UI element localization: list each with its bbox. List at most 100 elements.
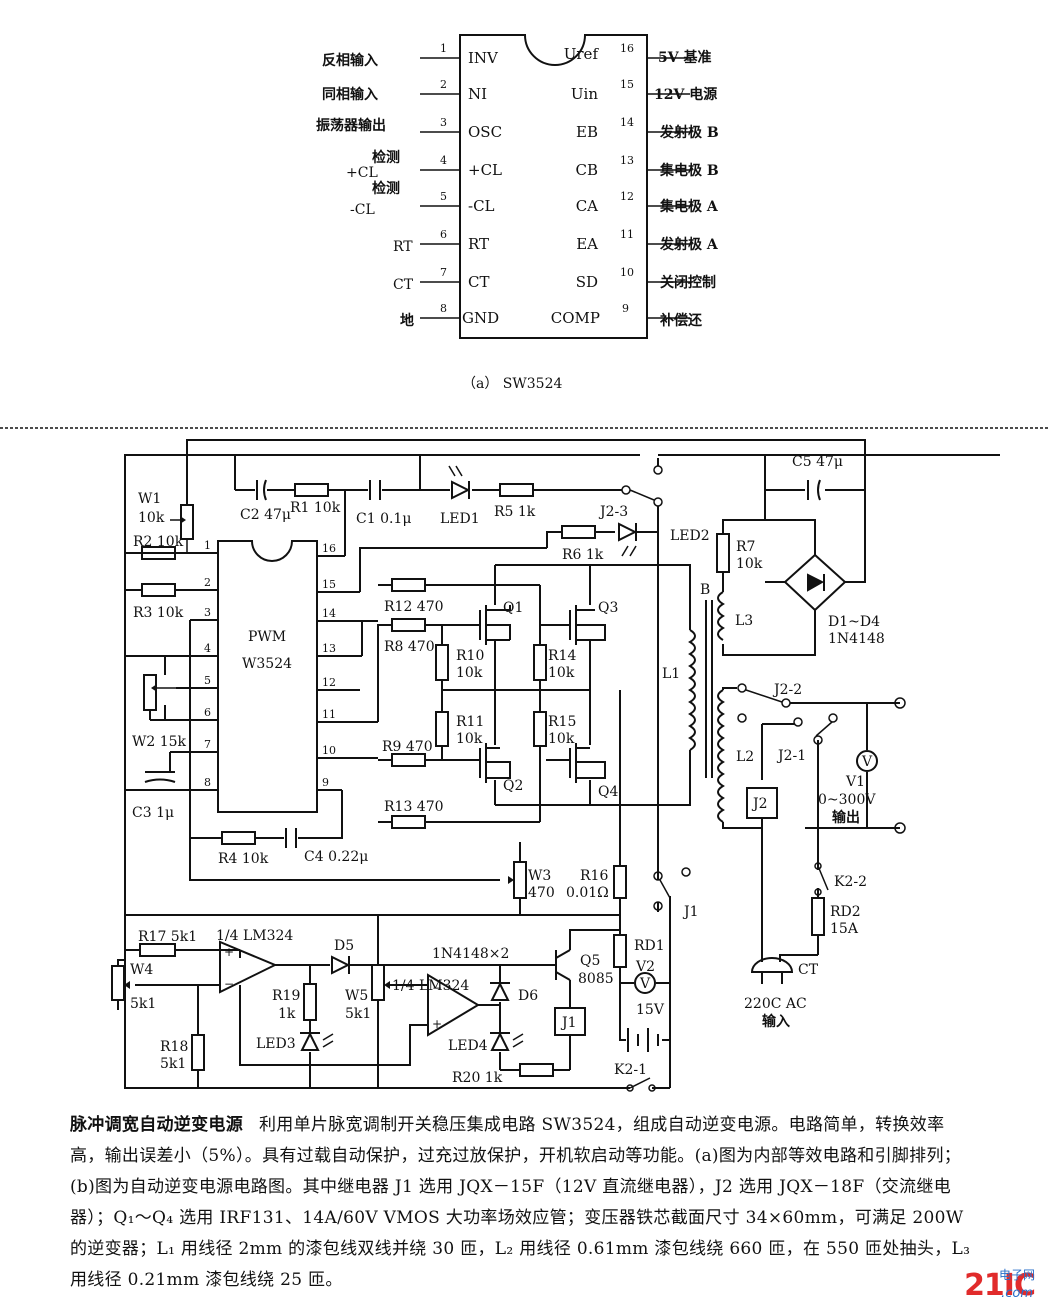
ic-num-11: 11: [620, 228, 634, 241]
ic-num-16: 16: [620, 42, 634, 55]
j2-relay-coil: [746, 787, 778, 819]
chip-pin-15: 15: [322, 578, 336, 591]
ac-label: 220C AC: [744, 996, 807, 1012]
r10-value: 10k: [456, 665, 483, 681]
svg-text:−: −: [224, 977, 234, 991]
caption-body: 利用单片脉宽调制开关稳压集成电路 SW3524，组成自动逆变电源。电路简单，转换…: [70, 1115, 971, 1290]
r4-resistor: [221, 831, 256, 845]
ic-pin-osc: OSC: [468, 123, 502, 141]
l2-label: L2: [736, 749, 754, 765]
ct-label: CT: [798, 962, 819, 978]
r18-resistor: [191, 1034, 205, 1071]
w3-label: W3: [528, 868, 551, 884]
w4-value: 5k1: [130, 996, 156, 1012]
v2-glyph: V: [639, 976, 651, 992]
chip-pin-9: 9: [322, 776, 329, 789]
q1-label: Q1: [503, 600, 523, 616]
r11-resistor: [435, 711, 449, 747]
rd2-value: 15A: [830, 921, 859, 937]
chip-pin-4: 4: [204, 642, 211, 655]
ic-num-13: 13: [620, 154, 634, 167]
r12-resistor: [391, 578, 426, 592]
q4-label: Q4: [598, 784, 618, 800]
chip-pin-2: 2: [204, 576, 211, 589]
r18-value: 5k1: [160, 1056, 186, 1072]
chip-pin-13: 13: [322, 642, 336, 655]
l3-label: L3: [735, 613, 753, 629]
ic-num-9: 9: [622, 302, 629, 315]
q2-label: Q2: [503, 778, 523, 794]
w1-label: W1: [138, 491, 161, 507]
r16-value: 0.01Ω: [566, 885, 609, 901]
ic-num-2: 2: [440, 78, 447, 91]
watermark-domain: .com: [1001, 1286, 1033, 1301]
ic-label-pcl: +CL: [346, 165, 378, 181]
ic-num-12: 12: [620, 190, 634, 203]
r2-label: R2 10k: [133, 534, 184, 550]
r18-label: R18: [160, 1039, 188, 1055]
r5-resistor: [499, 483, 534, 497]
j2-3-label: J2-3: [598, 504, 628, 520]
opamp-1: + −: [219, 940, 278, 994]
ic-label-check2: 检测: [372, 180, 400, 197]
ic-label-cb: 集电极 B: [659, 162, 719, 179]
v2-value: 15V: [636, 1002, 665, 1018]
v2-voltmeter: [634, 972, 656, 994]
l1-label: L1: [662, 666, 680, 682]
r14-label: R14: [548, 648, 576, 664]
chip-pin-8: 8: [204, 776, 211, 789]
r16-resistor: [613, 865, 627, 899]
r7-label: R7: [736, 539, 755, 555]
bridge-rectifier: [765, 553, 847, 620]
ic-label-ea: 发射极 A: [659, 236, 719, 253]
q5-transistor: [545, 949, 571, 981]
ic-caption: （a） SW3524: [462, 376, 562, 392]
v1-range: 0~300V: [818, 792, 876, 808]
ic-pin-inv: INV: [468, 49, 499, 67]
ic-label-inv: 反相输入: [322, 52, 378, 69]
j2-1-switch: [793, 713, 838, 745]
c2-label: C2 47μ: [240, 507, 291, 523]
ic-num-3: 3: [440, 116, 447, 129]
ic-pin-uin: Uin: [571, 85, 598, 103]
ic-pin-ca: CA: [576, 197, 598, 215]
r15-label: R15: [548, 714, 576, 730]
chip-pin-6: 6: [204, 706, 211, 719]
c1-capacitor: [369, 480, 381, 500]
c4-label: C4 0.22μ: [304, 849, 368, 865]
ic-pin-ea: EA: [576, 235, 598, 253]
r6-resistor: [561, 525, 596, 539]
led2-diode: [618, 522, 638, 557]
q3-label: Q3: [598, 600, 618, 616]
pwm-chip-model: W3524: [242, 656, 292, 672]
r19-value: 1k: [278, 1006, 296, 1022]
chip-pin-1: 1: [204, 539, 211, 552]
ic-pin-ncl: -CL: [468, 197, 495, 215]
output-terminal-bottom: [894, 822, 906, 834]
r5-label: R5 1k: [494, 504, 536, 520]
q4-mosfet: [546, 743, 606, 783]
svg-text:+: +: [224, 945, 234, 959]
ic-num-6: 6: [440, 228, 447, 241]
ic-num-4: 4: [440, 154, 447, 167]
r14-value: 10k: [548, 665, 575, 681]
w5-pot: [371, 964, 385, 1001]
w3-value: 470: [528, 885, 555, 901]
chip-pin-14: 14: [322, 607, 336, 620]
ic-pin-gnd: GND: [462, 309, 499, 327]
r3-label: R3 10k: [133, 605, 184, 621]
ic-num-7: 7: [440, 266, 447, 279]
r4-label: R4 10k: [218, 851, 269, 867]
ic-pin-uref: Uref: [564, 45, 600, 63]
r17-label: R17 5k1: [138, 929, 197, 945]
k2-2-label: K2-2: [834, 874, 867, 890]
d6-diode: [490, 981, 510, 1001]
rd1-fuse: [613, 934, 627, 968]
chip-pin-3: 3: [204, 606, 211, 619]
r16-label: R16: [580, 868, 608, 884]
w2-pot: [143, 674, 157, 711]
d1-d4-value: 1N4148: [828, 631, 885, 647]
opamp-1-label: 1/4 LM324: [216, 928, 293, 944]
q2-mosfet: [442, 743, 511, 783]
